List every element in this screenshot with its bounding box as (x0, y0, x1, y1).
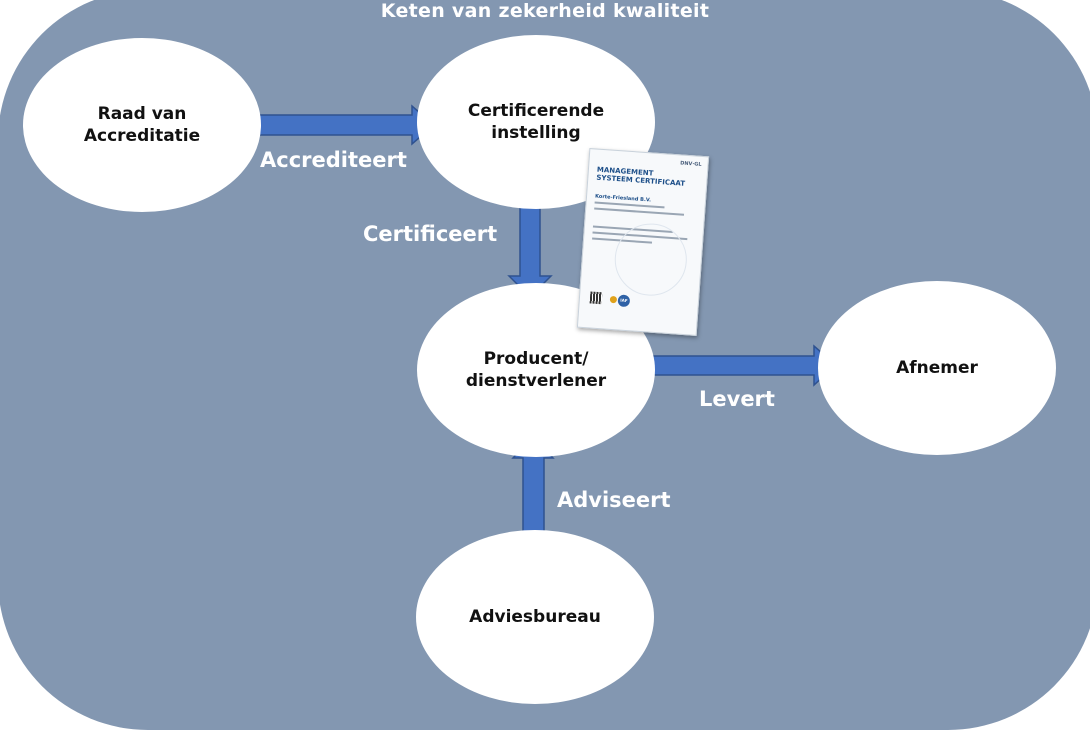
node-label-afnemer: Afnemer (896, 358, 978, 378)
node-label-raad: Raad van Accreditatie (83, 104, 201, 146)
node-label-producent: Producent/ dienstverlener (465, 349, 607, 391)
arrow-certificeert (507, 195, 553, 299)
node-raad-van-accreditatie: Raad van Accreditatie (23, 38, 261, 212)
node-label-certificerende: Certificerende instelling (467, 101, 605, 143)
arrow-accrediteert (243, 104, 436, 146)
diagram-title: Keten van zekerheid kwaliteit (380, 0, 710, 22)
certificate-text-line (594, 207, 685, 216)
node-label-adviesbureau: Adviesbureau (469, 607, 601, 627)
edge-label-accrediteert: Accrediteert (260, 148, 407, 172)
arrows-layer (243, 104, 838, 539)
certificate-document-image: DNV·GL MANAGEMENT SYSTEEM CERTIFICAAT Ko… (576, 148, 710, 336)
node-afnemer: Afnemer (818, 281, 1056, 455)
certificate-badge-icon (609, 295, 618, 304)
node-adviesbureau: Adviesbureau (416, 530, 654, 704)
certificate-issuer-logo: DNV·GL (679, 160, 702, 168)
certificate-qr-code (589, 291, 603, 305)
edge-label-levert: Levert (699, 387, 775, 411)
edge-label-certificeert: Certificeert (363, 222, 498, 246)
certificate-title: MANAGEMENT SYSTEEM CERTIFICAAT (596, 165, 686, 188)
edge-label-adviseert: Adviseert (557, 488, 671, 512)
iaf-logo-icon: IAF (617, 294, 631, 308)
arrow-levert (645, 344, 838, 387)
